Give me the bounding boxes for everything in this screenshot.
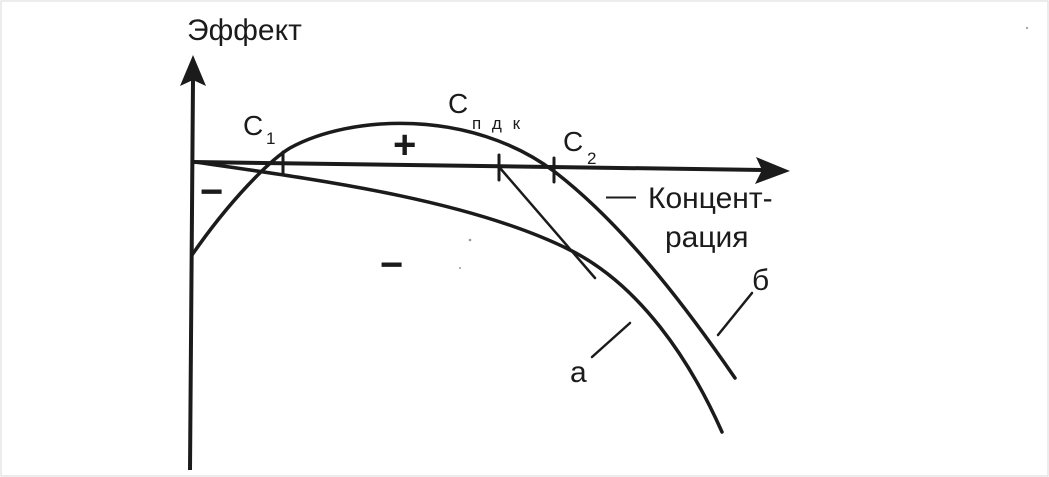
x-axis-label-line1: Концент-: [648, 182, 773, 215]
cpdk-label: C: [448, 88, 468, 119]
c1-label: C: [243, 110, 263, 141]
curve-b-label: б: [752, 264, 769, 297]
minus-sign-center: −: [380, 243, 403, 287]
y-axis-arrow: [180, 55, 206, 86]
curve-a: [193, 160, 724, 434]
y-axis-label: Эффект: [187, 14, 302, 47]
plus-sign: +: [393, 123, 416, 167]
scan-speck: [458, 266, 462, 270]
curve-a-label: а: [570, 356, 587, 389]
curve-b-leader: [716, 291, 754, 337]
scan-speck: [468, 238, 472, 242]
cpdk-subscript: п д к: [472, 114, 523, 133]
c1-subscript: 1: [266, 129, 275, 148]
x-axis-label-line2: рация: [665, 221, 749, 254]
c2-subscript: 2: [587, 149, 596, 168]
cpdk-connector-line: [498, 166, 597, 280]
c2-label: C: [563, 126, 583, 157]
curve-a-leader: [590, 321, 632, 359]
y-axis: [188, 79, 195, 471]
x-axis: [192, 160, 766, 172]
scan-speck: [1025, 26, 1029, 30]
minus-sign-left: −: [200, 170, 223, 214]
minus-sign-right: —: [606, 179, 636, 212]
x-axis-arrow: [755, 157, 790, 184]
curve-b: [190, 121, 737, 380]
